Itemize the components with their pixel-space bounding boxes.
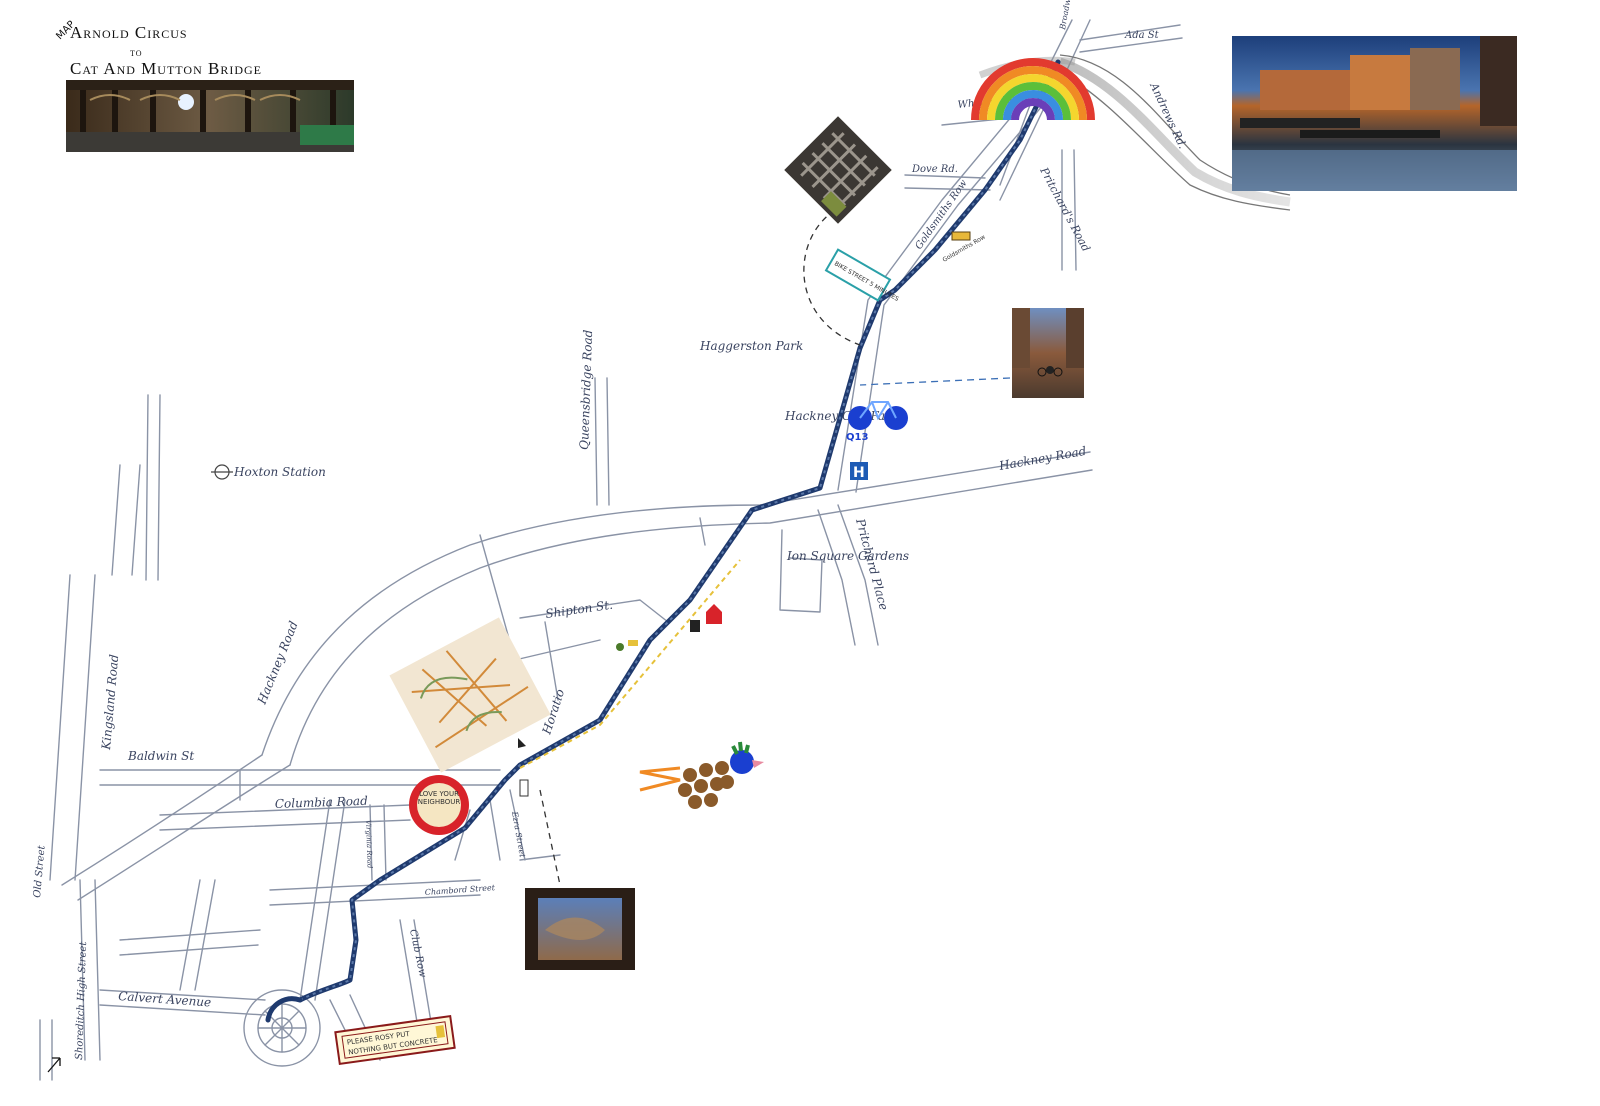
hospital-letter: H bbox=[853, 465, 865, 481]
label-ion-square-gardens: Ion Square Gardens bbox=[786, 549, 909, 563]
cycle-route-label: Q13 bbox=[846, 432, 868, 443]
bandstand-panorama-photo bbox=[66, 80, 354, 152]
title-line-3: Cat And Mutton Bridge bbox=[70, 59, 262, 78]
label-hackney-road-east: Hackney Road bbox=[997, 444, 1088, 473]
walking-route bbox=[265, 59, 1061, 1023]
label-pritchards-road: Pritchard's Road bbox=[1037, 164, 1093, 253]
label-calvert-avenue: Calvert Avenue bbox=[118, 989, 212, 1009]
bicycle-icon: Q13 bbox=[846, 401, 908, 443]
lamp-marker bbox=[519, 779, 529, 797]
label-club-row: Club Row bbox=[407, 928, 428, 979]
north-arrow-icon bbox=[47, 1057, 61, 1073]
label-hackney-city-farm: Hackney City Farm bbox=[784, 409, 902, 423]
label-hoxton-station: Hoxton Station bbox=[233, 465, 326, 479]
bike-street-note: BIKE STREET 5 MINUTES bbox=[824, 248, 900, 303]
label-hackney-road-west: Hackney Road bbox=[254, 619, 300, 707]
label-kingsland-road: Kingsland Road bbox=[99, 653, 121, 751]
shop-icons bbox=[616, 604, 722, 651]
bird-collage-icon bbox=[639, 741, 764, 809]
label-queensbridge-road: Queensbridge Road bbox=[577, 329, 595, 450]
rosy-note: PLEASE ROSY PUT NOTHING BUT CONCRETE bbox=[334, 1014, 456, 1066]
love-neighbour-badge: LOVE YOUR NEIGHBOUR bbox=[409, 775, 469, 835]
love-badge-text: LOVE YOUR NEIGHBOUR bbox=[417, 790, 461, 806]
arrow-marker bbox=[518, 738, 526, 748]
label-ezra-street: Ezra Street bbox=[510, 810, 527, 859]
label-chambord-street: Chambord Street bbox=[425, 883, 496, 897]
label-haggerston-park: Haggerston Park bbox=[699, 339, 803, 353]
label-broadway-mkt: Broadway Mkt bbox=[1058, 0, 1077, 31]
underground-roundel-icon bbox=[211, 464, 233, 480]
window-sky-photo bbox=[525, 888, 635, 970]
label-shipton-st: Shipton St. bbox=[544, 598, 613, 621]
title-line-2: to bbox=[130, 45, 143, 59]
rainbow-icon bbox=[971, 58, 1095, 121]
drain-cover-photo bbox=[784, 116, 892, 224]
title-line-1: Arnold Circus bbox=[70, 23, 188, 42]
street-network bbox=[39, 19, 1291, 1081]
hospital-icon: H bbox=[850, 462, 868, 481]
photo-link-window bbox=[539, 789, 561, 886]
photo-link-cyclist bbox=[859, 377, 1011, 386]
label-old-street: Old Street bbox=[32, 844, 48, 898]
label-baldwin-st: Baldwin St bbox=[127, 749, 194, 763]
label-virginia-road: Virginia Road bbox=[364, 820, 374, 869]
photo-link-drain bbox=[803, 209, 861, 346]
label-shoreditch-high-street: Shoreditch High Street bbox=[74, 941, 89, 1061]
label-columbia-road: Columbia Road bbox=[275, 794, 369, 811]
crayon-sketch bbox=[389, 617, 551, 773]
label-dove-rd: Dove Rd. bbox=[911, 164, 958, 175]
canal-photo bbox=[1232, 36, 1517, 191]
label-ada-st: Ada St bbox=[1124, 30, 1160, 41]
cyclist-street-photo bbox=[1012, 308, 1084, 398]
